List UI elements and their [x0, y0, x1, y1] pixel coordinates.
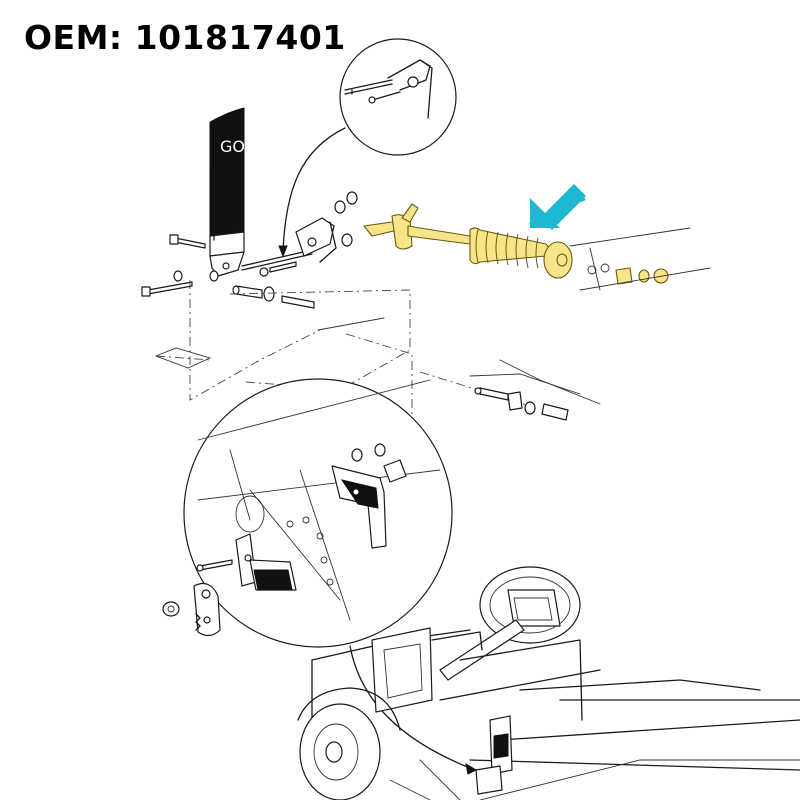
- small-hardware: [232, 191, 358, 309]
- oem-title: OEM: 101817401: [24, 18, 346, 57]
- spring-assembly-highlighted: [363, 203, 669, 285]
- leader-line-top: [282, 127, 346, 251]
- golf-cart-illustration: [297, 566, 800, 800]
- pedal-label: GO: [220, 137, 245, 156]
- accelerator-pedal: GO: [209, 107, 245, 277]
- frame-rail-right: [569, 227, 711, 291]
- detail-circle-bottom: [162, 378, 453, 648]
- spring-coil: [469, 227, 550, 269]
- leader-line-bottom: [349, 645, 471, 769]
- linkage-rod: [241, 217, 337, 277]
- mid-hardware: [469, 359, 601, 421]
- pedal-bolts: [141, 234, 219, 297]
- arrow-pointer-icon: [529, 184, 586, 230]
- detail-circle-top: [339, 38, 457, 156]
